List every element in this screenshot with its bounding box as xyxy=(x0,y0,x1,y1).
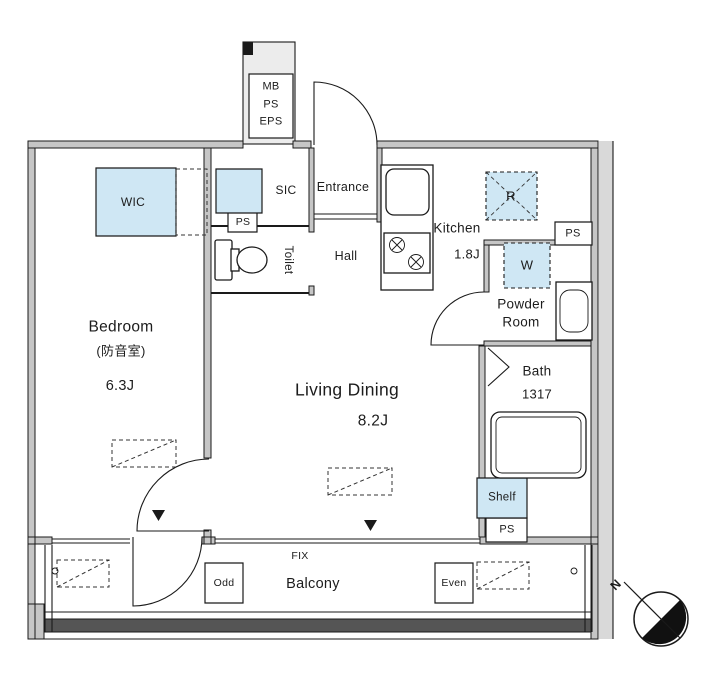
label-entrance: Entrance xyxy=(316,179,370,194)
vanity xyxy=(555,281,593,341)
label-living-size: 8.2J xyxy=(357,412,389,430)
toilet-fixture xyxy=(214,239,268,281)
exterior-shade-band xyxy=(599,141,613,639)
drain-left xyxy=(51,567,59,575)
label-hall: Hall xyxy=(334,248,358,263)
label-bedroom-size: 6.3J xyxy=(105,377,135,394)
label-bath: Bath xyxy=(522,363,552,379)
storage-boxes xyxy=(95,167,528,519)
balcony-railing xyxy=(44,618,593,633)
label-living: Living Dining xyxy=(294,379,400,400)
kitchen-sink xyxy=(385,168,430,216)
label-bath-size: 1317 xyxy=(521,386,553,402)
stove xyxy=(383,232,431,274)
burner-1 xyxy=(389,237,405,253)
wic-hanging-area xyxy=(175,168,208,236)
meter-box xyxy=(248,73,294,139)
compass-needle xyxy=(623,581,681,639)
label-shelf: Shelf xyxy=(488,491,516,504)
label-eps: EPS xyxy=(259,115,283,128)
service-boxes xyxy=(204,210,593,604)
label-kitchen-size: 1.8J xyxy=(454,246,480,262)
label-kitchen: Kitchen xyxy=(433,220,481,236)
fridge-cross xyxy=(485,171,538,221)
label-powder-1: Powder xyxy=(497,296,545,312)
door-arcs xyxy=(132,81,485,607)
bathtub xyxy=(490,411,587,479)
bathtub-inner xyxy=(495,416,582,474)
hairlines xyxy=(28,141,614,640)
label-ps-bottom: PS xyxy=(499,523,515,536)
label-powder-2: Room xyxy=(502,314,540,330)
label-bedroom: Bedroom xyxy=(88,318,154,336)
drain-right xyxy=(570,567,578,575)
meter-chase xyxy=(242,41,296,145)
label-ps-entry: PS xyxy=(235,215,251,228)
label-odd: Odd xyxy=(213,576,235,589)
toilet-bowl xyxy=(236,246,268,274)
bathtub-outer xyxy=(490,411,587,479)
label-fix: FIX xyxy=(291,549,309,562)
label-bedroom-note: (防音室) xyxy=(96,343,146,359)
vanity-counter xyxy=(555,281,593,341)
label-even: Even xyxy=(441,576,467,589)
fridge-space xyxy=(485,171,538,221)
label-toilet: Toilet xyxy=(281,245,294,275)
washer-box xyxy=(503,242,551,289)
meter-chase-cap xyxy=(243,42,253,55)
window-markers xyxy=(152,510,377,531)
label-ps-right: PS xyxy=(565,227,581,240)
partitions xyxy=(211,225,309,294)
label-mb: MB xyxy=(262,80,280,93)
burner-marks xyxy=(391,239,422,268)
vanity-basin xyxy=(559,289,589,333)
dashed-symbols xyxy=(56,439,530,590)
kitchen-counter xyxy=(380,164,434,291)
label-ps-meter: PS xyxy=(263,98,279,111)
label-washer: W xyxy=(520,257,534,273)
compass xyxy=(623,581,689,647)
label-balcony: Balcony xyxy=(286,575,340,592)
toilet-tank xyxy=(214,239,233,281)
label-wic: WIC xyxy=(120,195,146,209)
label-sic: SIC xyxy=(275,183,297,197)
label-fridge: R xyxy=(506,188,516,204)
burner-2 xyxy=(408,254,424,270)
